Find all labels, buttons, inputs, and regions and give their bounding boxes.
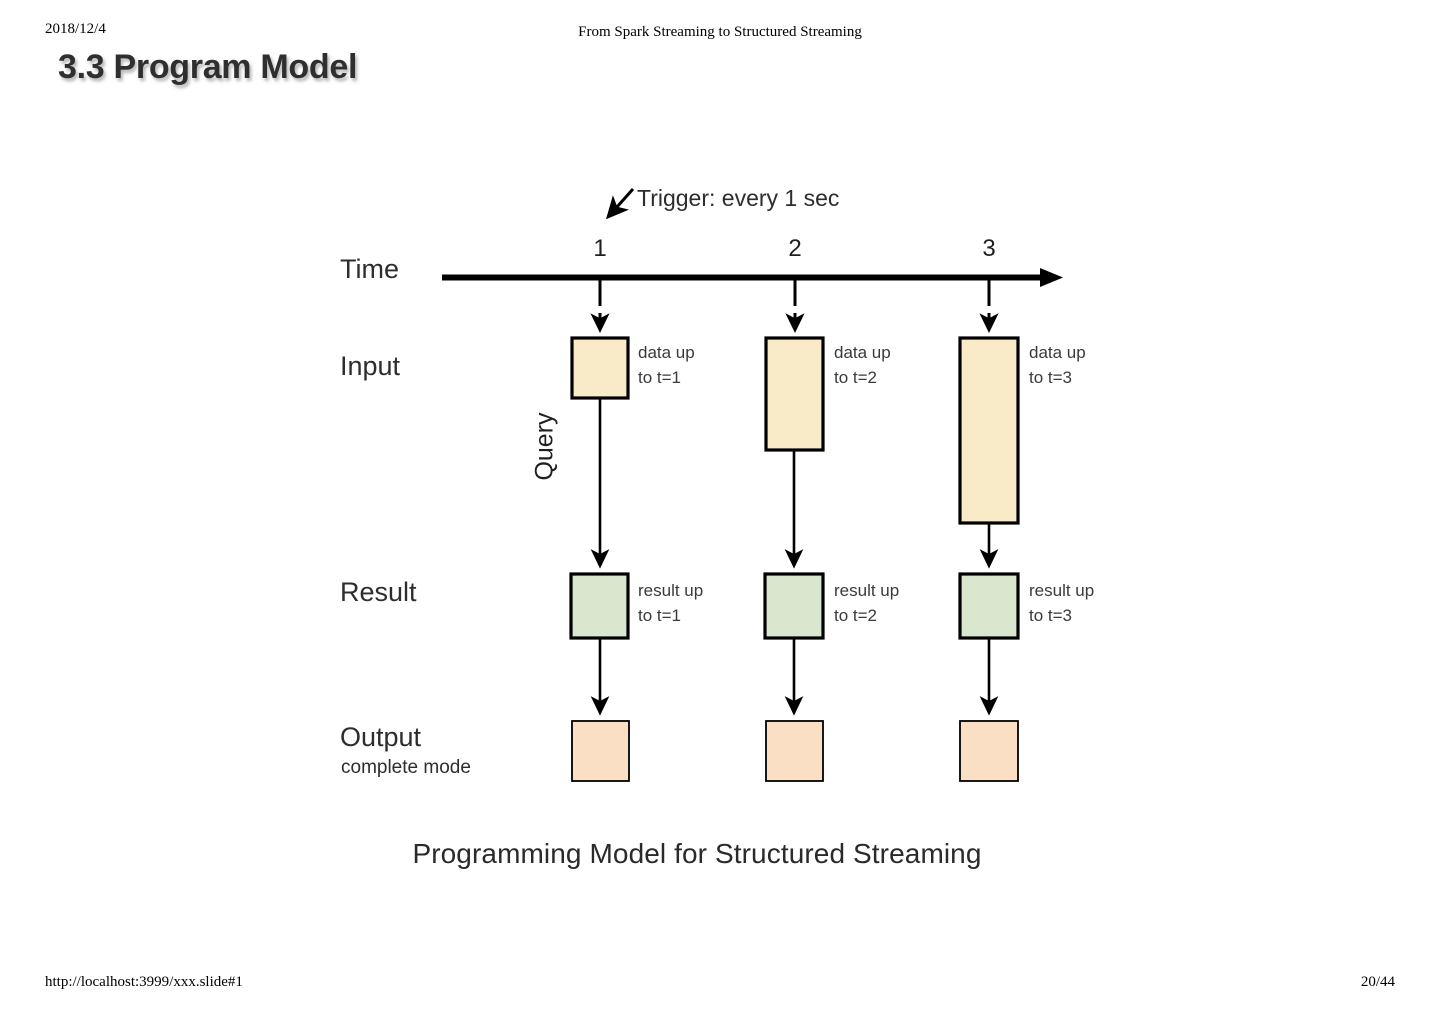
footer-page: 20/44 [1360,974,1395,990]
row-label-output: Output [340,722,422,752]
figure-caption: Programming Model for Structured Streami… [412,838,982,869]
trigger-arrow [606,188,635,220]
input-box-caption-2: data up to t=2 [834,343,891,387]
result-box-caption-1: result up to t=1 [638,581,704,625]
input-boxes [570,336,1020,525]
tick-label-2: 2 [788,235,802,262]
footer-url: http://localhost:3999/xxx.slide#1 [45,974,243,990]
output-boxes [571,720,1019,782]
result-box-caption-2: result up to t=2 [834,581,900,625]
header-center-title: From Spark Streaming to Structured Strea… [578,24,862,40]
tick-label-1: 1 [593,235,607,262]
row-label-output-sub: complete mode [341,757,471,778]
result-box-caption-3: result up to t=3 [1029,581,1095,625]
tick-label-3: 3 [982,235,996,262]
page-title: 3.3 Program Model [58,48,358,86]
row-label-input: Input [340,351,401,381]
result-boxes [569,572,1020,640]
output-arrows [590,638,999,716]
input-box-caption-1: data up to t=1 [638,343,695,387]
header-date: 2018/12/4 [45,21,106,37]
timeline-axis [442,268,1063,287]
trigger-to-input-arrows [590,281,999,334]
input-box-caption-3: data up to t=3 [1029,343,1086,387]
trigger-note: Trigger: every 1 sec [637,185,840,211]
query-arrows [590,398,999,569]
query-label: Query [530,412,559,481]
row-label-result: Result [340,577,417,607]
row-label-time: Time [340,254,399,284]
